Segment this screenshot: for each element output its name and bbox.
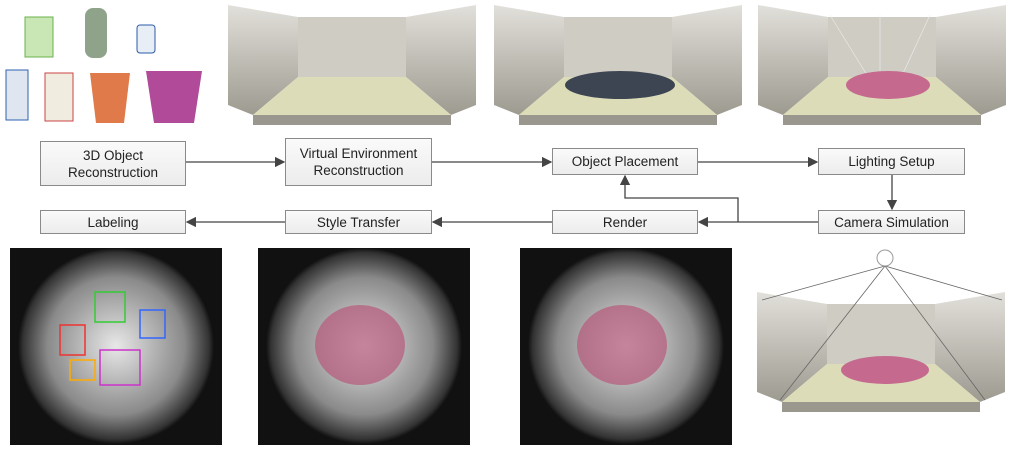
step-style-transfer: Style Transfer (285, 210, 432, 234)
empty-environment-image (228, 5, 476, 125)
step-object-placement: Object Placement (552, 148, 698, 175)
camera-icon (876, 249, 894, 267)
step-object-reconstruction: 3D Object Reconstruction (40, 141, 186, 186)
camera-simulation-image (757, 249, 1005, 412)
lighting-setup-image (758, 5, 1006, 125)
placed-objects-untextured-image (494, 5, 742, 125)
step-camera-simulation: Camera Simulation (818, 210, 965, 234)
step-lighting-setup: Lighting Setup (818, 148, 965, 175)
step-environment-reconstruction: Virtual Environment Reconstruction (285, 138, 432, 186)
step-render: Render (552, 210, 698, 234)
style-transfer-fisheye-image (258, 248, 470, 445)
product-objects-image (0, 5, 210, 125)
flow-arrows (185, 156, 898, 228)
labeled-fisheye-image (10, 248, 222, 445)
step-labeling: Labeling (40, 210, 186, 234)
rendered-fisheye-image (520, 248, 732, 445)
